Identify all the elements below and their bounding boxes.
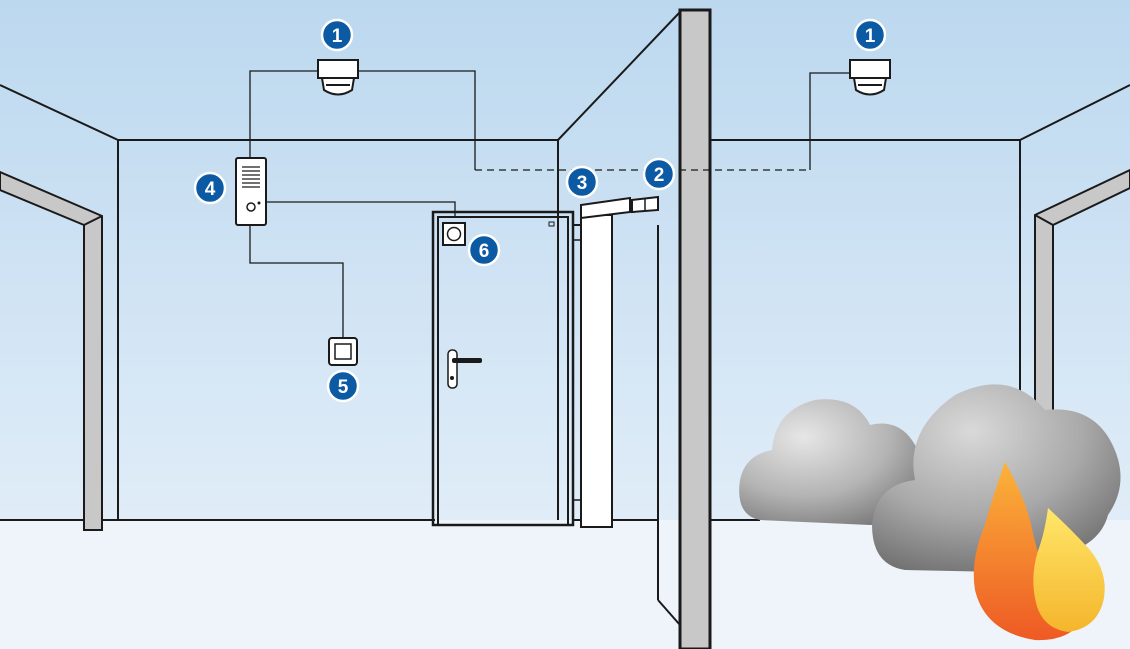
badge-circle — [467, 233, 501, 267]
badge-circle — [320, 18, 354, 52]
badge-circle — [565, 165, 599, 199]
badge-smoke-detector-right: 1 — [853, 18, 887, 52]
badge-circle — [326, 369, 360, 403]
badge-label: 2 — [654, 165, 665, 186]
left-doorway — [0, 170, 103, 531]
badge-door-closer: 3 — [565, 165, 599, 199]
badge-circle — [642, 157, 676, 191]
badge-label: 4 — [205, 179, 216, 200]
smoke-detector-icon — [849, 59, 891, 96]
floor — [0, 520, 1130, 649]
badge-label: 1 — [865, 26, 876, 47]
badge-label: 5 — [338, 377, 349, 398]
badge-label: 3 — [577, 173, 588, 194]
control-unit-icon — [235, 157, 267, 226]
door-closer-icon — [580, 195, 659, 220]
badge-control-unit: 4 — [193, 171, 227, 205]
flame-icon — [973, 462, 1105, 641]
room-outline — [0, 11, 1130, 626]
badge-door-holder: 6 — [467, 233, 501, 267]
badge-circle — [853, 18, 887, 52]
badge-detector-cable: 2 — [642, 157, 676, 191]
wiring — [249, 70, 850, 338]
badge-label: 6 — [479, 241, 490, 262]
badge-manual-release-button: 5 — [326, 369, 360, 403]
door-handle-icon — [447, 349, 482, 389]
smoke-detector-icon — [317, 59, 359, 96]
door-holder-icon — [442, 222, 466, 246]
badge-circle — [193, 171, 227, 205]
badge-smoke-detector-left: 1 — [320, 18, 354, 52]
fire-wall-column — [678, 8, 712, 649]
badge-label: 1 — [332, 26, 343, 47]
release-button-icon — [328, 337, 358, 366]
